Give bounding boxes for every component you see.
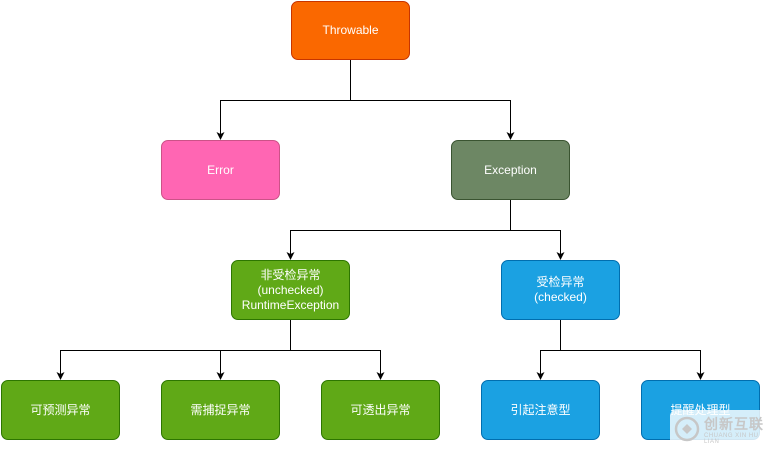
node-label: 受检异常(checked): [534, 275, 587, 305]
watermark-text: 创新互联: [704, 416, 764, 432]
node-label: Throwable: [322, 23, 378, 38]
node-label: 需捕捉异常: [190, 403, 250, 418]
node-label-line: Exception: [484, 162, 537, 177]
node-label-line: RuntimeException: [241, 297, 340, 312]
node-label-line: (checked): [534, 290, 587, 304]
watermark-subtext: CHUANG XIN HU LIAN: [704, 433, 759, 445]
node-label-line: 可预测异常: [30, 402, 91, 417]
chuangxin-logo-icon: [674, 416, 700, 447]
node-label-line: (unchecked): [257, 282, 324, 297]
node-unchecked[interactable]: 非受检异常(unchecked)RuntimeException: [231, 260, 350, 320]
node-attention[interactable]: 引起注意型: [481, 380, 600, 440]
edge-throwable-exception: [350, 60, 515, 140]
edge-throwable-error: [216, 60, 351, 140]
node-error[interactable]: Error: [161, 140, 280, 200]
edge-checked-handling: [560, 320, 705, 380]
edge-unchecked-predictable: [56, 320, 291, 380]
edge-exception-unchecked: [286, 200, 511, 260]
node-label: 引起注意型: [510, 403, 570, 418]
edge-checked-attention: [536, 320, 561, 380]
edge-unchecked-passthrough: [290, 320, 385, 380]
node-label-line: 受检异常: [536, 275, 585, 289]
node-label: Exception: [484, 163, 537, 178]
node-label-line: Error: [207, 162, 234, 177]
node-label: 可预测异常: [30, 403, 90, 418]
node-label-line: 需捕捉异常: [190, 402, 251, 417]
node-throwable[interactable]: Throwable: [291, 1, 410, 60]
node-passthrough[interactable]: 可透出异常: [321, 380, 440, 440]
edge-unchecked-catch: [216, 320, 291, 380]
node-label: 可透出异常: [350, 403, 410, 418]
edge-exception-checked: [510, 200, 565, 260]
node-catch[interactable]: 需捕捉异常: [161, 380, 280, 440]
node-checked[interactable]: 受检异常(checked): [501, 260, 620, 320]
node-label-line: 非受检异常: [260, 267, 321, 282]
node-exception[interactable]: Exception: [451, 140, 570, 200]
node-predictable[interactable]: 可预测异常: [1, 380, 120, 440]
node-label-line: Throwable: [322, 23, 379, 37]
node-label: 非受检异常(unchecked)RuntimeException: [242, 268, 339, 313]
node-label-line: 引起注意型: [510, 402, 571, 417]
node-label-line: 可透出异常: [350, 402, 411, 417]
watermark: 创新互联 CHUANG XIN HU LIAN: [670, 410, 772, 452]
node-label: Error: [207, 163, 234, 178]
